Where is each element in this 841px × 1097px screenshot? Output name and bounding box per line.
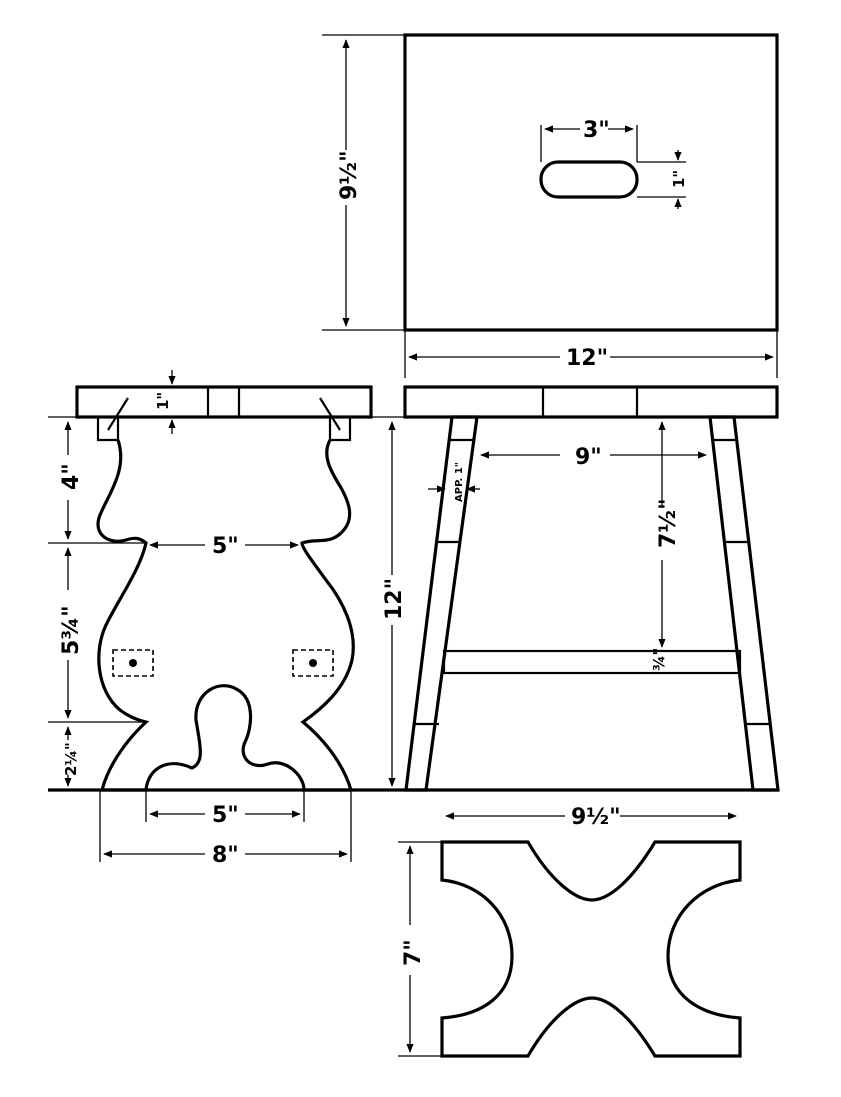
base-plan-width-label: 9½"	[571, 805, 621, 830]
base-plan-view: 9½" 7"	[398, 805, 742, 1058]
slot-width-label: 3"	[583, 118, 610, 143]
side-profile	[96, 439, 355, 792]
leg-span-label: 9"	[575, 445, 602, 470]
top-width-label: 12"	[566, 346, 608, 371]
leg-width-label: APP. 1"	[454, 462, 465, 502]
side-view: 1" 4" 5¾" 2¼" 5" 5" 8"	[48, 370, 373, 868]
stretcher-rail	[442, 649, 742, 675]
seat-side	[75, 385, 373, 419]
foot-span-label: 5"	[212, 803, 239, 828]
base-x-shape	[440, 840, 742, 1058]
leg-rail-height-label: 7½"	[656, 498, 681, 548]
right-leg	[708, 415, 780, 792]
slot-height-label: 1"	[670, 170, 688, 188]
seat-thickness-label: 1"	[154, 392, 172, 410]
base-width-label: 8"	[212, 843, 239, 868]
hand-slot	[539, 160, 639, 199]
seat-plan-outline	[403, 33, 779, 332]
top-height-label: 9½"	[337, 150, 362, 200]
total-height-label: 12"	[382, 578, 407, 620]
left-leg	[404, 415, 479, 792]
top-view: 3" 1" 9½" 12"	[322, 33, 779, 378]
side-lower-label: 2¼"	[62, 742, 80, 776]
front-view: 9" APP. 1" 7½" ¾" 12"	[372, 385, 780, 792]
seat-front	[403, 385, 779, 419]
side-upper-label: 4"	[59, 463, 84, 490]
side-waist-label: 5"	[212, 534, 239, 559]
rail-thickness-label: ¾"	[650, 648, 668, 671]
side-middle-label: 5¾"	[59, 605, 84, 655]
base-plan-depth-label: 7"	[401, 939, 426, 966]
